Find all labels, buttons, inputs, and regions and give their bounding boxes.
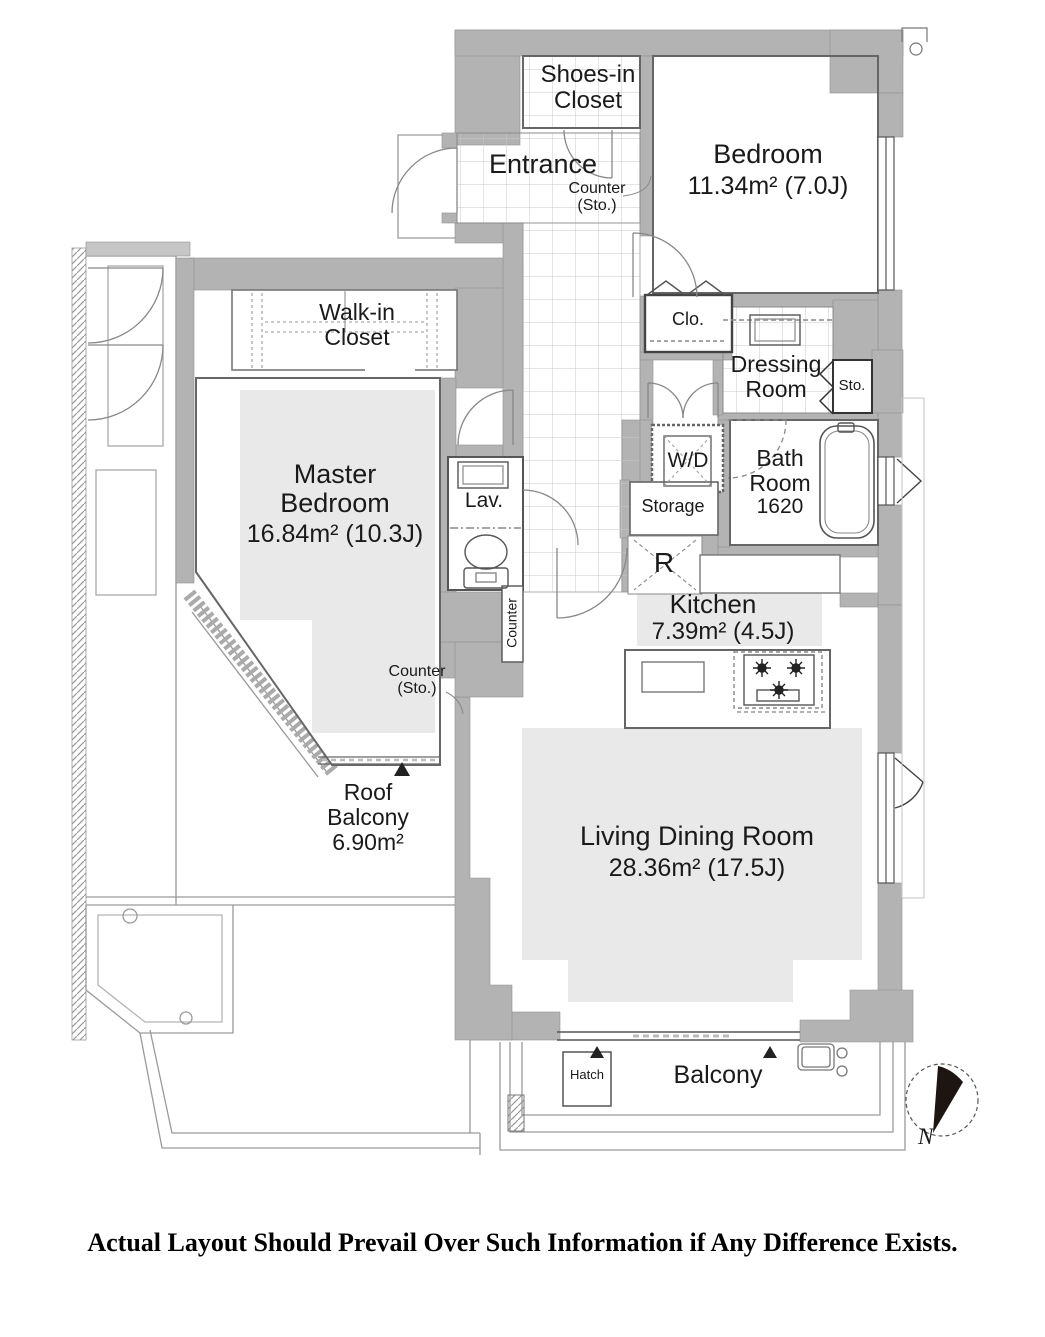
corridor-floor bbox=[522, 222, 641, 593]
door-swings bbox=[87, 129, 787, 619]
kitchen-door-swing bbox=[556, 547, 628, 619]
kitchen-back-counter bbox=[699, 554, 841, 594]
label-kitchen-area: 7.39m² (4.5J) bbox=[651, 618, 795, 645]
lav-door-swing bbox=[522, 489, 579, 546]
kitchen-label-bg bbox=[637, 588, 822, 646]
label-balcony: Balcony bbox=[673, 1061, 763, 1089]
storage-room bbox=[629, 481, 719, 536]
lavatory-room bbox=[447, 456, 524, 591]
drain-icon bbox=[179, 1011, 193, 1025]
bathtub-icon bbox=[819, 422, 875, 539]
label-hatch: Hatch bbox=[570, 1067, 604, 1082]
label-lav: Lav. bbox=[464, 489, 504, 512]
label-wd: W/D bbox=[667, 449, 709, 472]
disclaimer-text: Actual Layout Should Prevail Over Such I… bbox=[87, 1228, 958, 1257]
compass-icon bbox=[905, 1063, 979, 1137]
entry-door-swing bbox=[391, 147, 458, 214]
wash-basin-icon bbox=[749, 314, 801, 346]
vent-icon bbox=[901, 27, 928, 56]
sliding-door bbox=[318, 756, 440, 765]
rooms bbox=[195, 55, 879, 1002]
service-door-swing bbox=[87, 267, 164, 344]
hatch-box bbox=[562, 1051, 612, 1107]
kitchen-sink bbox=[641, 661, 705, 693]
hatched-wall-strip bbox=[71, 247, 87, 1041]
leader-line bbox=[622, 175, 652, 197]
bath-room bbox=[729, 419, 879, 546]
lav-counter bbox=[457, 461, 509, 489]
dressing-room-floor bbox=[722, 306, 834, 414]
label-sto: Sto. bbox=[838, 377, 866, 394]
toilet-icon bbox=[463, 534, 509, 589]
leader-line bbox=[445, 691, 464, 715]
living-label-bg bbox=[522, 728, 862, 960]
step-marker-icon bbox=[394, 762, 777, 1058]
stove-icon bbox=[743, 654, 815, 706]
master-label-bg bbox=[240, 390, 435, 620]
casement-swing bbox=[894, 757, 924, 809]
wd-door-swing bbox=[647, 382, 684, 419]
counter-strip bbox=[501, 585, 524, 663]
label-master-counter: Counter(Sto.) bbox=[388, 663, 446, 698]
balcony-hatch-block bbox=[507, 1094, 525, 1132]
fixtures bbox=[251, 27, 928, 1151]
balcony-sink-icon bbox=[797, 1043, 848, 1077]
label-entrance: Entrance bbox=[488, 149, 598, 179]
bedroom-door-swing bbox=[632, 232, 698, 298]
label-fridge: R bbox=[653, 547, 675, 578]
balcony-railing bbox=[499, 1042, 906, 1151]
sliding-door bbox=[557, 1031, 800, 1041]
bedroom-closet bbox=[643, 293, 734, 354]
label-storage: Storage bbox=[641, 496, 705, 516]
exterior-ledge bbox=[901, 397, 925, 899]
label-kitchen: Kitchen bbox=[669, 589, 757, 619]
washer-dryer-box bbox=[663, 435, 712, 487]
wd-door-swing bbox=[682, 382, 719, 419]
master-door-swing bbox=[457, 389, 514, 446]
label-clo: Clo. bbox=[671, 309, 705, 329]
fridge-x-mark bbox=[633, 539, 697, 591]
folding-door-icon bbox=[818, 360, 834, 415]
diagonal-wall bbox=[183, 589, 339, 777]
exterior-parapet-lines bbox=[71, 134, 481, 1155]
shoes-closet-door-swing bbox=[563, 129, 613, 179]
compass-north-label: N bbox=[918, 1124, 934, 1149]
living-label-bg bbox=[568, 960, 793, 1002]
stove-burner-icon bbox=[753, 659, 805, 699]
shoes-in-closet-room bbox=[522, 55, 641, 129]
drain-icon bbox=[122, 908, 138, 924]
window bbox=[877, 136, 895, 884]
label-entrance-counter: Counter(Sto.) bbox=[568, 180, 626, 215]
master-label-bg bbox=[312, 620, 435, 733]
label-counter-vertical: Counter bbox=[503, 598, 520, 648]
service-door-swing bbox=[87, 344, 164, 421]
closet-rails bbox=[251, 293, 438, 368]
north-needle bbox=[933, 1066, 963, 1133]
bath-door-swing bbox=[727, 419, 787, 479]
stove-outline bbox=[733, 651, 823, 709]
bifold-door-icon bbox=[646, 280, 726, 296]
window-opening-arrow bbox=[896, 458, 923, 504]
